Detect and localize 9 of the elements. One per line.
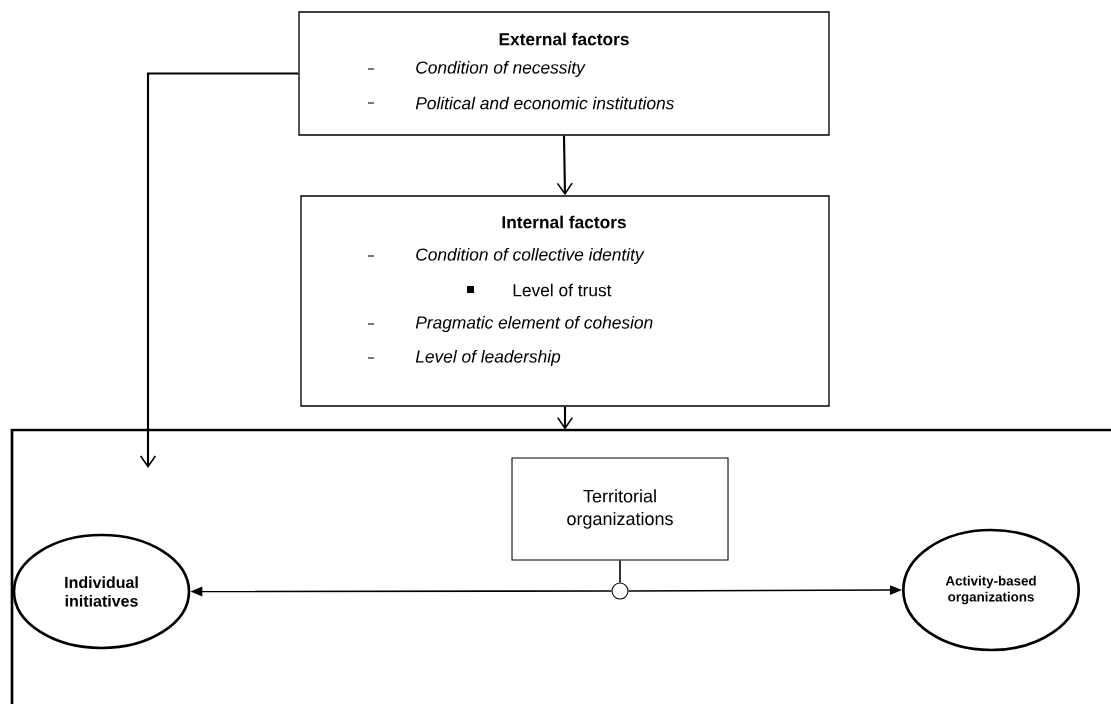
frame	[10, 428, 1111, 704]
factor-box: External factors Condition of necessity Political and economic institutions	[298, 11, 830, 136]
junction-circle	[611, 582, 629, 600]
arrow	[556, 406, 574, 430]
organization-box: Territorial organizations	[511, 457, 729, 561]
arrow	[139, 72, 299, 468]
factor-box: Internal factors Condition of collective identity Level of trust Pragmatic element of cohesion Level of leadership	[300, 195, 830, 407]
arrow	[556, 135, 573, 196]
connector-line	[619, 559, 621, 584]
